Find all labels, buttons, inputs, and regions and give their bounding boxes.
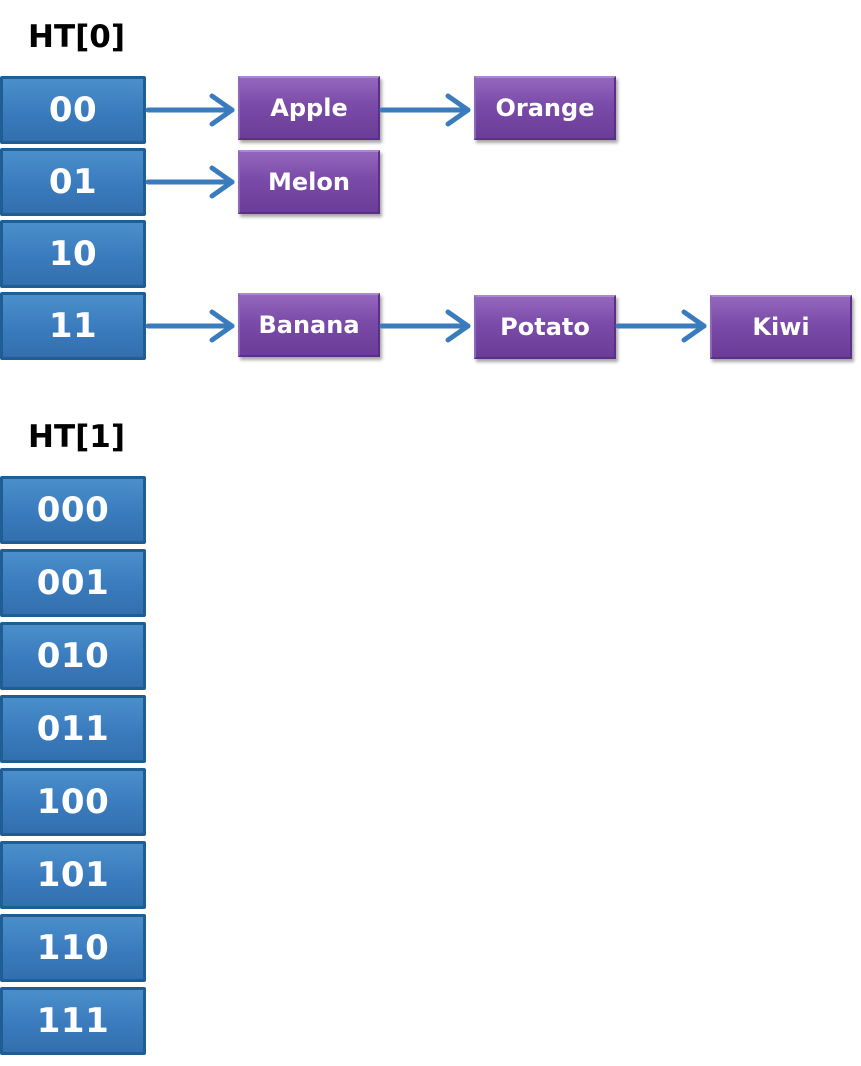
node-banana: Banana <box>238 293 380 357</box>
node-orange: Orange <box>474 76 616 140</box>
ht1-slot-110: 110 <box>0 914 146 982</box>
ht1-slot-010: 010 <box>0 622 146 690</box>
arrow-00-apple-head <box>209 93 235 127</box>
ht1-slot-111: 111 <box>0 987 146 1055</box>
ht1-slot-001: 001 <box>0 549 146 617</box>
ht0-title: HT[0] <box>28 19 125 55</box>
arrow-01-melon-head <box>209 165 235 199</box>
node-apple: Apple <box>238 76 380 140</box>
ht1-title: HT[1] <box>28 419 125 455</box>
ht1-slot-101: 101 <box>0 841 146 909</box>
arrow-apple-orange-head <box>445 93 471 127</box>
node-potato: Potato <box>474 295 616 359</box>
arrow-banana-potato-head <box>445 309 471 343</box>
ht0-slot-11: 11 <box>0 292 146 360</box>
node-kiwi: Kiwi <box>710 295 852 359</box>
ht1-slot-000: 000 <box>0 476 146 544</box>
ht0-slot-01: 01 <box>0 148 146 216</box>
ht0-slot-10: 10 <box>0 220 146 288</box>
arrow-potato-kiwi-head <box>681 309 707 343</box>
ht1-slot-011: 011 <box>0 695 146 763</box>
ht0-slot-00: 00 <box>0 76 146 144</box>
ht1-slot-100: 100 <box>0 768 146 836</box>
arrow-11-banana-head <box>209 309 235 343</box>
node-melon: Melon <box>238 150 380 214</box>
